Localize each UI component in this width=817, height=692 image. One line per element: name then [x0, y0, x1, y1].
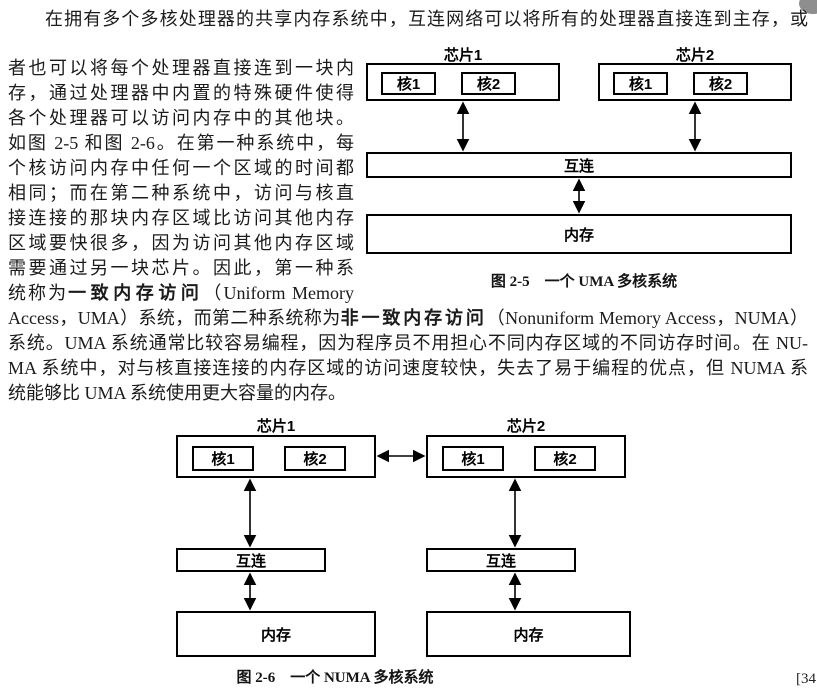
paragraph-line: 在拥有多个多核处理器的共享内存系统中，互连网络可以将所有的处理器直接连到主存，或 [45, 9, 808, 29]
paragraph-line: 统能够比 UMA 系统使用更大容量的内存。 [8, 383, 347, 403]
chip1-box: 核1 核2 [176, 435, 376, 478]
paragraph-line: MA 系统中，对与核直接连接的内存区域的访问速度较快，失去了易于编程的优点，但 … [8, 358, 808, 378]
chip2-box: 核1 核2 [426, 435, 626, 478]
core1-box: 核1 [192, 446, 254, 471]
key-term-numa: 非一致内存访问 [340, 308, 487, 328]
interconnect1-box: 互连 [176, 548, 326, 572]
key-term-uma: 一致内存访问 [68, 283, 204, 303]
core2-box: 核2 [693, 72, 748, 95]
paragraph-line: 需要通过另一块芯片。因此，第一种系 [8, 258, 354, 278]
figure-2-5-caption: 图 2-5 一个 UMA 多核系统 [490, 274, 678, 290]
text-segment: （Nonuniform Memory Access，NUMA） [486, 308, 809, 328]
figure-2-6-numa: 芯片1 芯片2 核1 核2 核1 核2 互连 互连 内存 内存 图 2-6 一个… [170, 414, 650, 692]
paragraph-line: 存，通过处理器中内置的特殊硬件使得 [8, 83, 354, 103]
chip1-label: 芯片1 [256, 418, 296, 435]
paragraph-line: 统称为一致内存访问（Uniform Memory [8, 281, 354, 305]
page-corner-decoration [799, 0, 817, 14]
core2-box: 核2 [284, 446, 346, 471]
paragraph-line: Access，UMA）系统，而第二种系统称为非一致内存访问（Nonuniform… [8, 306, 808, 330]
paragraph-line: 接连接的那块内存区域比访问其他内存 [8, 208, 354, 228]
text-segment: Access，UMA）系统，而第二种系统称为 [8, 308, 341, 328]
memory-box: 内存 [366, 214, 792, 254]
paragraph-line: 者也可以将每个处理器直接连到一块内 [8, 58, 354, 78]
page-number: [34 [796, 671, 816, 687]
figure-2-5-uma: 芯片1 芯片2 核1 核2 核1 核2 互连 内存 图 2-5 一个 UMA 多… [358, 44, 810, 296]
chip1-box: 核1 核2 [366, 63, 560, 101]
chip2-label: 芯片2 [506, 418, 546, 435]
core2-box: 核2 [534, 446, 596, 471]
core1-box: 核1 [613, 72, 668, 95]
chip2-box: 核1 核2 [598, 63, 792, 101]
memory1-box: 内存 [176, 611, 376, 657]
memory2-box: 内存 [426, 611, 631, 657]
chip2-label: 芯片2 [675, 47, 715, 64]
paragraph-line: 个核访问内存中任何一个区域的时间都 [8, 158, 354, 178]
core1-box: 核1 [442, 446, 504, 471]
figure-2-6-caption: 图 2-6 一个 NUMA 多核系统 [236, 670, 434, 686]
core2-box: 核2 [461, 72, 516, 95]
chip1-label: 芯片1 [443, 47, 483, 64]
paragraph-line: 各个处理器可以访问内存中的其他块。 [8, 108, 354, 128]
paragraph-line: 区域要快很多，因为访问其他内存区域 [8, 233, 354, 253]
paragraph-line: 如图 2-5 和图 2-6。在第一种系统中，每 [8, 133, 354, 153]
text-segment: （Uniform Memory [203, 283, 354, 303]
core1-box: 核1 [381, 72, 436, 95]
interconnect2-box: 互连 [426, 548, 576, 572]
text-segment: 统称为 [8, 283, 69, 303]
paragraph-line: 相同；而在第二种系统中，访问与核直 [8, 183, 354, 203]
paragraph-line: 系统。UMA 系统通常比较容易编程，因为程序员不用担心不同内存区域的不同访存时间… [8, 333, 808, 353]
interconnect-box: 互连 [366, 152, 792, 178]
